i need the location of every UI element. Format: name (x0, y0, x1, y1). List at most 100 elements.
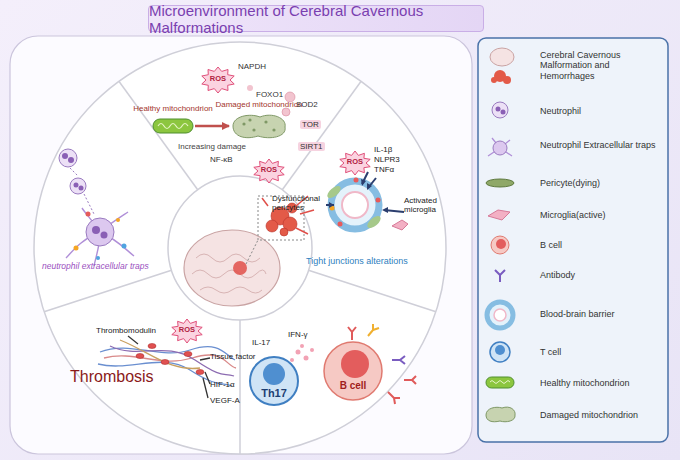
b-cell-body (324, 342, 382, 400)
path-shape (84, 194, 94, 214)
annotation-label: Thrombomodulin (96, 326, 156, 335)
path-shape (70, 168, 78, 176)
line-shape (282, 81, 361, 190)
circle-shape (282, 108, 290, 116)
circle-shape (310, 348, 314, 352)
line-shape (246, 240, 258, 264)
path-shape (488, 210, 510, 220)
debris-dot (248, 118, 251, 121)
circle-shape (304, 356, 309, 361)
annotation-label: NF-κB (210, 155, 233, 164)
circle-shape (300, 344, 304, 348)
circle-shape (492, 102, 508, 118)
ellipse-shape (486, 179, 514, 187)
circle-shape (74, 183, 79, 188)
ros-text: ROS (170, 326, 204, 335)
circle-shape (296, 350, 301, 355)
debris-dot (272, 128, 275, 131)
legend-text: Healthy mitochondrion (540, 378, 662, 388)
annotation-label: SIRT1 (298, 142, 325, 151)
path-shape (66, 208, 134, 266)
path-shape (392, 356, 405, 364)
line-shape (239, 320, 241, 454)
circle-shape (74, 246, 79, 251)
t-cell-nucleus (263, 363, 285, 385)
annotation-label: IFN-γ (288, 330, 308, 339)
path-shape (490, 381, 510, 384)
node-outline (152, 118, 194, 134)
circle-shape (59, 149, 77, 167)
circle-shape (342, 192, 368, 218)
circle-shape (233, 261, 247, 275)
debris-dot (252, 128, 255, 131)
ros-text: ROS (252, 166, 286, 175)
path-shape (361, 179, 372, 190)
legend-panel (478, 38, 668, 442)
ellipse-shape (365, 214, 382, 230)
path-shape (120, 340, 200, 369)
annotation-label: NAPDH (238, 62, 266, 71)
legend-samples (486, 48, 515, 422)
circle-shape (338, 222, 343, 227)
mitochondrion-shape (153, 119, 193, 133)
sector-ring (34, 42, 446, 454)
path-shape (192, 254, 266, 293)
path-shape (495, 270, 505, 282)
ellipse-shape (161, 360, 169, 365)
legend-text: B cell (540, 240, 662, 250)
damaged-mitochondrion-shape (233, 115, 285, 138)
circle-shape (290, 358, 294, 362)
circle-shape (496, 107, 501, 112)
neutrophil-illustration (59, 149, 134, 266)
annotation-label: VEGF-A (210, 396, 240, 405)
circle-shape (490, 342, 510, 362)
legend-text: Antibody (540, 270, 662, 280)
circle-shape (501, 110, 506, 115)
line-shape (44, 270, 171, 312)
annotation-label: TNFα (374, 165, 394, 174)
path-shape (200, 358, 210, 398)
b-cell-nucleus (341, 350, 369, 378)
damage-arrow (195, 125, 229, 128)
ros-star-node: ROS (338, 150, 372, 176)
title-banner: Microenvironment of Cerebral Cavernous M… (148, 5, 484, 32)
annotation-label: IL-17 (252, 338, 270, 347)
debris-dot (264, 120, 267, 123)
circle-shape (491, 77, 497, 83)
legend-text: Microglia(active) (540, 210, 662, 220)
node-outline (230, 112, 288, 140)
circle-shape (266, 220, 278, 232)
ellipse-shape (490, 48, 514, 66)
outer-panel (10, 36, 472, 454)
annotation-label: Thrombosis (70, 368, 154, 386)
annotation-label: Tight junctions alterations (306, 256, 408, 266)
circle-shape (493, 141, 507, 155)
annotation-label: Tissue factor (210, 352, 256, 361)
circle-shape (280, 228, 288, 236)
circle-shape (70, 178, 86, 194)
ellipse-shape (184, 230, 280, 306)
legend-text: Pericyte(dying) (540, 178, 662, 188)
path-shape (388, 392, 400, 404)
circle-shape (503, 76, 511, 84)
annotation-label: TOR (300, 120, 321, 129)
ros-text: ROS (200, 75, 236, 84)
node-outline (322, 340, 384, 402)
ellipse-shape (136, 354, 144, 359)
circle-shape (116, 218, 120, 222)
ros-star-node: ROS (170, 318, 204, 344)
thrombus-illustration (98, 336, 236, 398)
circle-shape (354, 178, 359, 183)
edge-label: Increasing damage (162, 142, 262, 151)
circle-shape (68, 157, 74, 163)
ellipse-shape (325, 184, 342, 200)
circle-shape (487, 302, 513, 328)
circle-shape (491, 236, 509, 254)
line-shape (309, 270, 436, 312)
line-shape (119, 81, 198, 190)
legend-text: Neutrophil Extracellular traps (540, 140, 662, 150)
circle-shape (62, 153, 68, 159)
g-shape (491, 70, 511, 84)
path-shape (329, 202, 334, 208)
ellipse-shape (196, 370, 204, 375)
